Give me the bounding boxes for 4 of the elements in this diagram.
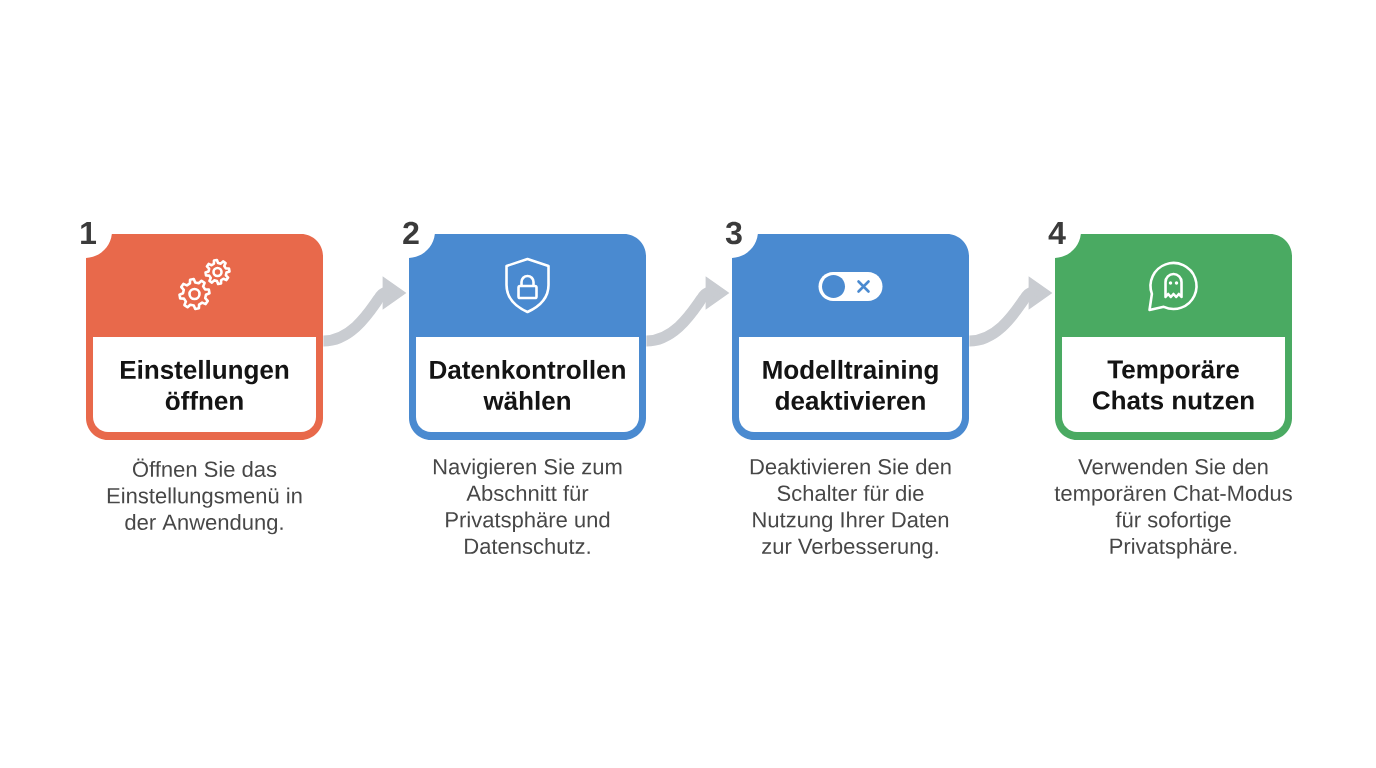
step-description: Öffnen Sie das Einstellungsmenü in der Anwendung.	[107, 458, 302, 535]
step-description: Verwenden Sie den temporären Chat-Modus für sofortige Privatsphäre.	[1054, 458, 1292, 559]
step-description: Navigieren Sie zum Abschnitt für Privatsphäre und Datenschutz.	[433, 458, 622, 555]
step-description: Deaktivieren Sie den Schalter für die Nutzung Ihrer Daten zur Verbesserung.	[750, 458, 951, 559]
